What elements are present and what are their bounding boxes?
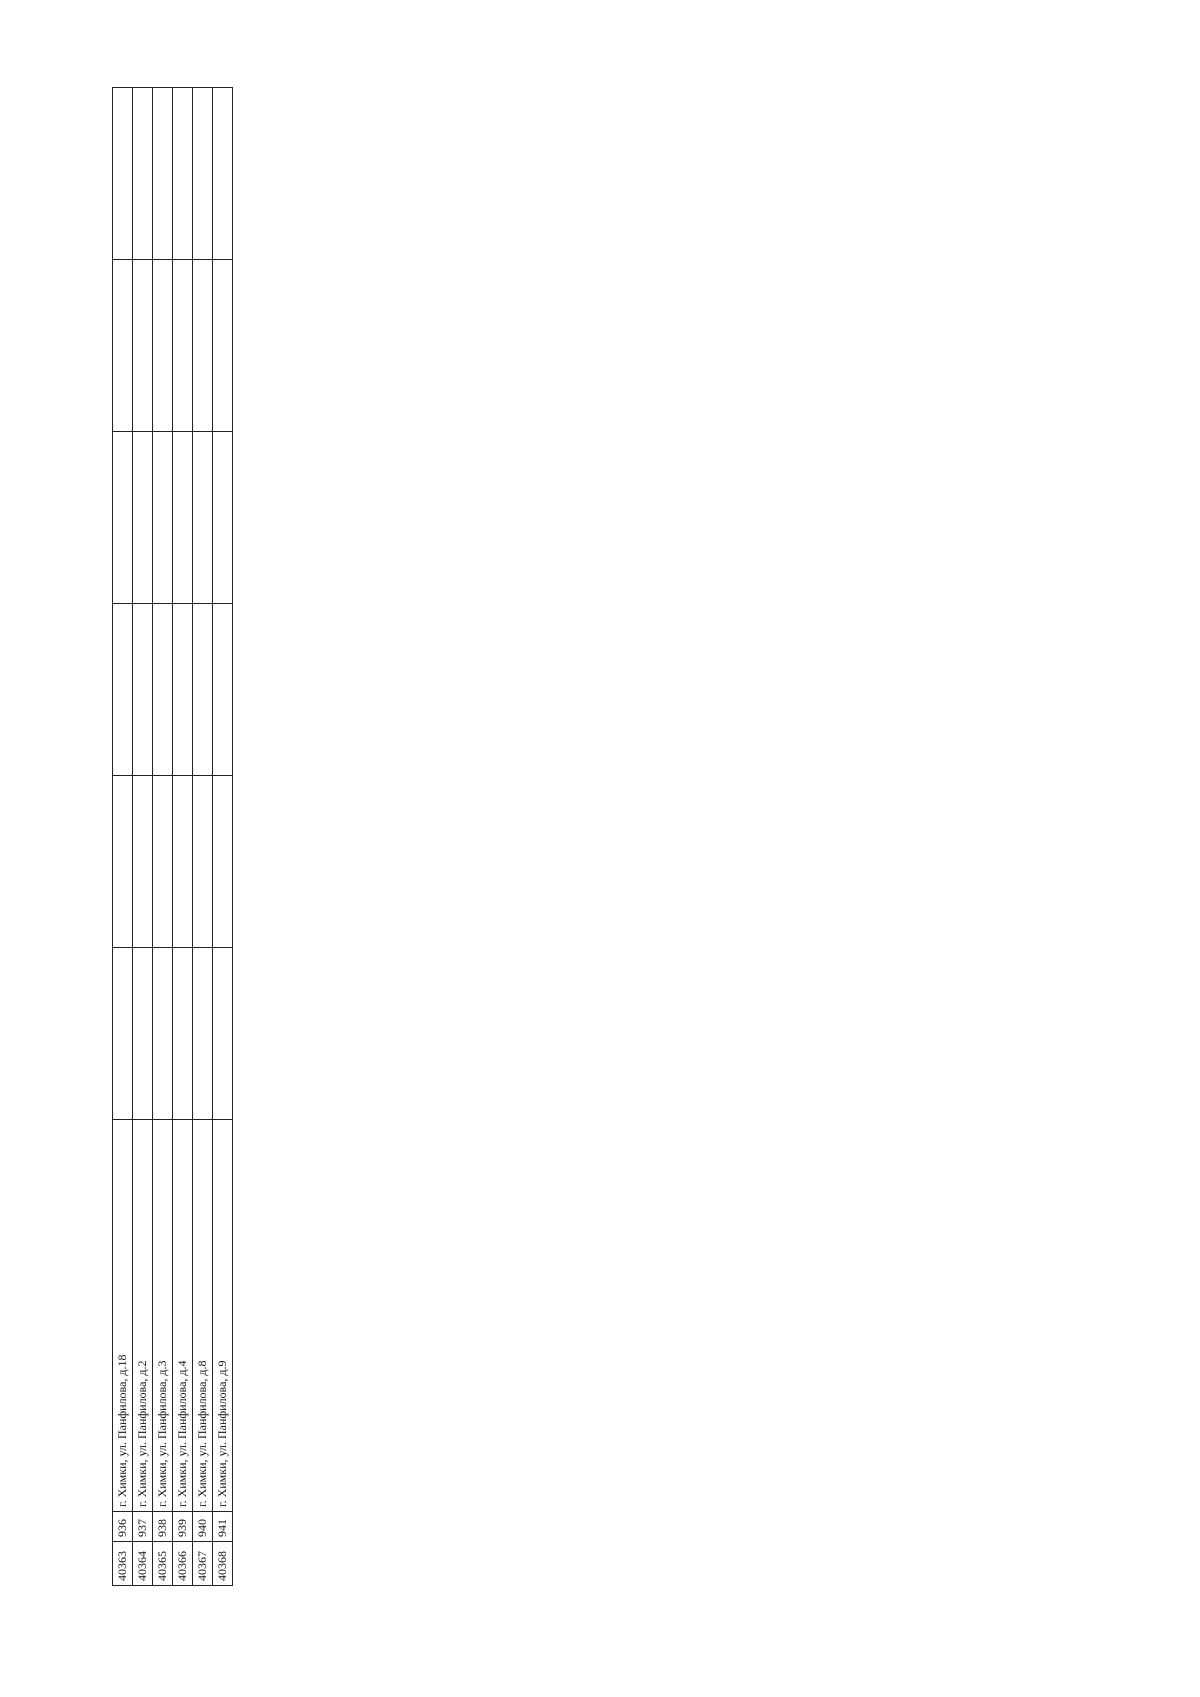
cell-y4: [172, 431, 193, 604]
cell-id: 40367: [192, 1541, 213, 1586]
cell-y4: [132, 431, 153, 604]
cell-y3: [192, 603, 213, 776]
cell-id: 40368: [212, 1541, 233, 1586]
cell-y2: [212, 775, 233, 948]
cell-addr: г. Химки, ул. Панфилова, д.4: [172, 1119, 193, 1512]
cell-y2: [172, 775, 193, 948]
cell-addr: г. Химки, ул. Панфилова, д.3: [152, 1119, 173, 1512]
cell-no: 940: [192, 1511, 213, 1542]
cell-y5: [212, 259, 233, 432]
cell-no: 936: [112, 1511, 133, 1542]
cell-y6: [112, 87, 133, 260]
cell-y4: [192, 431, 213, 604]
cell-addr: г. Химки, ул. Панфилова, д.8: [192, 1119, 213, 1512]
cell-no: 937: [132, 1511, 153, 1542]
cell-y3: [212, 603, 233, 776]
cell-y1: [112, 947, 133, 1120]
cell-y1: [212, 947, 233, 1120]
cell-y4: [152, 431, 173, 604]
cell-y5: [192, 259, 213, 432]
cell-y6: [212, 87, 233, 260]
cell-id: 40363: [112, 1541, 133, 1586]
cell-no: 938: [152, 1511, 173, 1542]
cell-y3: [112, 603, 133, 776]
cell-y4: [112, 431, 133, 604]
cell-y3: [172, 603, 193, 776]
cell-y4: [212, 431, 233, 604]
cell-no: 939: [172, 1511, 193, 1542]
cell-y5: [112, 259, 133, 432]
cell-y5: [132, 259, 153, 432]
cell-y3: [152, 603, 173, 776]
cell-addr: г. Химки, ул. Панфилова, д.9: [212, 1119, 233, 1512]
cell-y2: [132, 775, 153, 948]
cell-y1: [152, 947, 173, 1120]
cell-y2: [112, 775, 133, 948]
cell-id: 40366: [172, 1541, 193, 1586]
cell-id: 40364: [132, 1541, 153, 1586]
cell-y6: [152, 87, 173, 260]
cell-y6: [132, 87, 153, 260]
cell-y1: [132, 947, 153, 1120]
cell-y3: [132, 603, 153, 776]
cell-id: 40365: [152, 1541, 173, 1586]
cell-y6: [192, 87, 213, 260]
cell-addr: г. Химки, ул. Панфилова, д.18: [112, 1119, 133, 1512]
cell-y1: [192, 947, 213, 1120]
cell-y2: [152, 775, 173, 948]
cell-addr: г. Химки, ул. Панфилова, д.2: [132, 1119, 153, 1512]
cell-y5: [172, 259, 193, 432]
cell-y5: [152, 259, 173, 432]
cell-y6: [172, 87, 193, 260]
cell-y1: [172, 947, 193, 1120]
cell-no: 941: [212, 1511, 233, 1542]
cell-y2: [192, 775, 213, 948]
